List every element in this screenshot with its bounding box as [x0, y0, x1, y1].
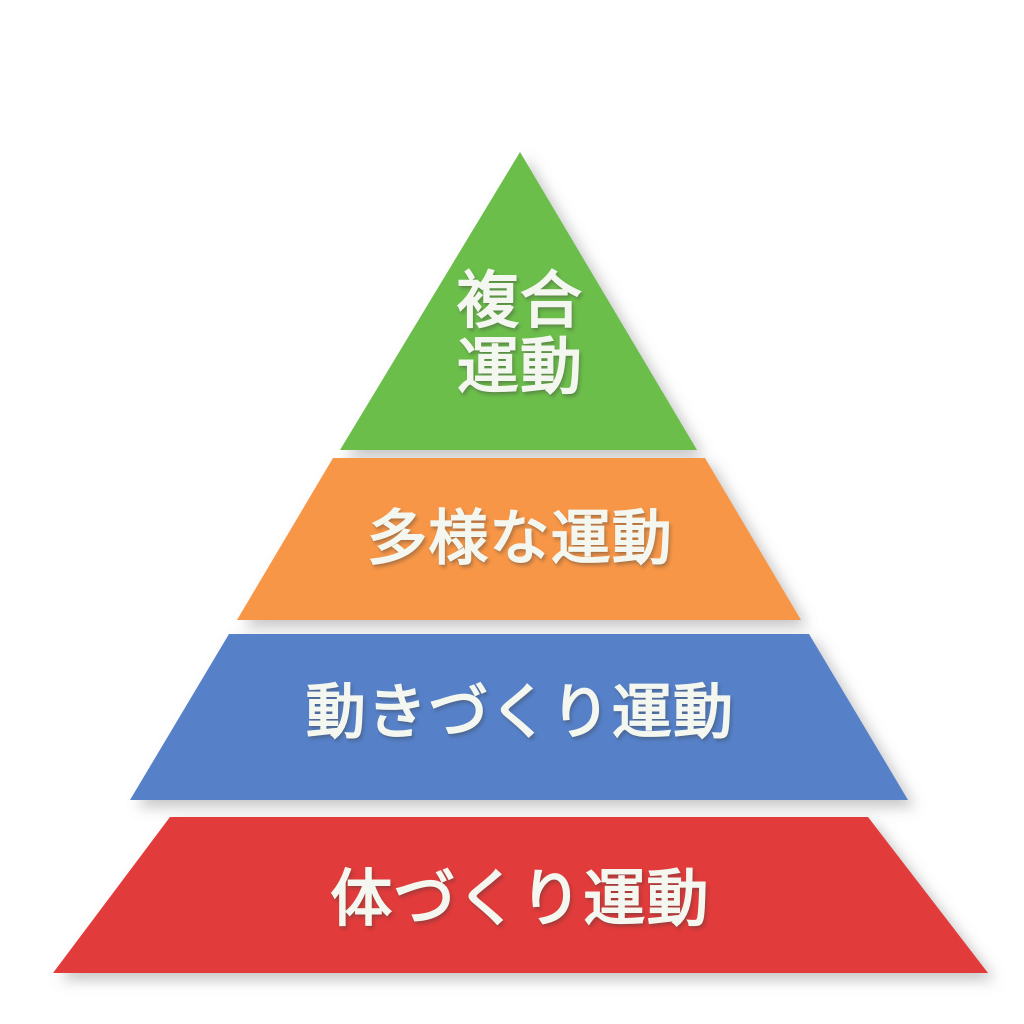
pyramid-tier-body-building[interactable]	[53, 817, 988, 973]
pyramid-tier-diverse[interactable]	[237, 458, 801, 620]
pyramid-tier-group	[53, 152, 988, 973]
pyramid-tier-movement-building[interactable]	[130, 634, 908, 800]
pyramid-tier-composite[interactable]	[340, 152, 697, 450]
